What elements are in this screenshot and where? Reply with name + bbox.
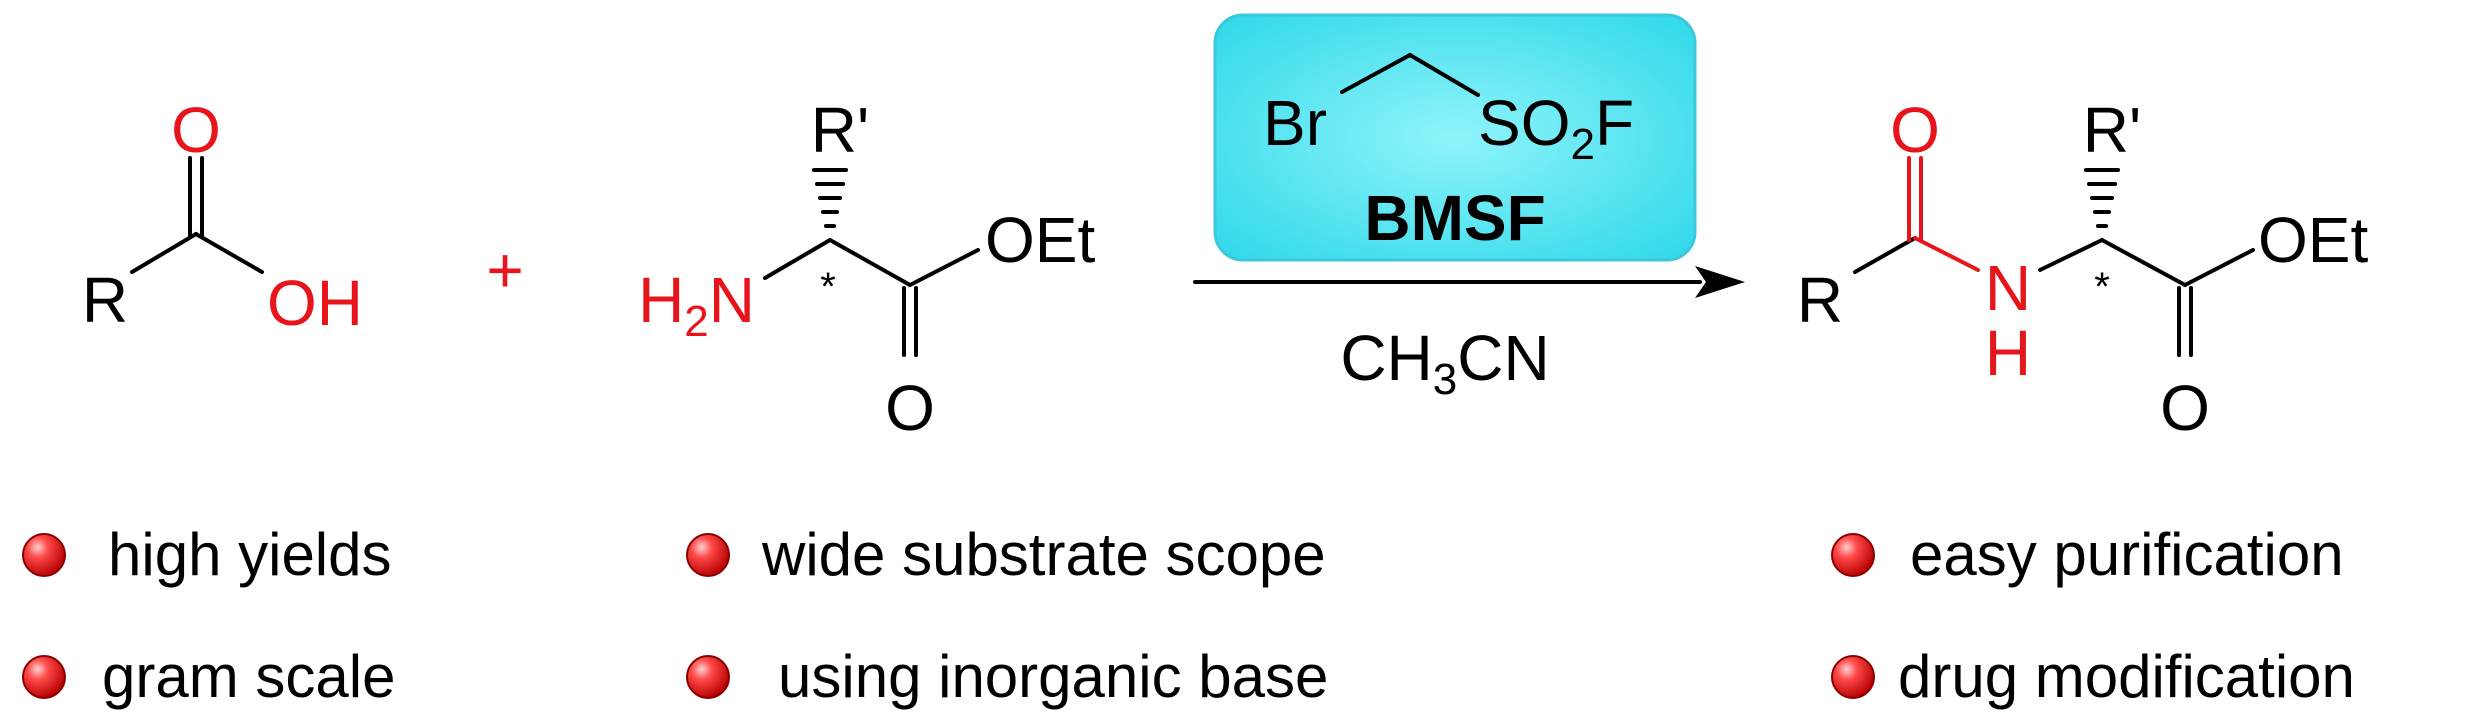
bullet-ball-icon (22, 655, 66, 699)
bullet-ball-icon (22, 533, 66, 577)
amine-carbonyl-o-label: O (885, 372, 935, 444)
product-rprime-label: R' (2083, 94, 2141, 166)
product-r-label: R (1797, 264, 1843, 336)
amine-oet-label: OEt (985, 204, 1095, 276)
hash-wedge-bond (812, 168, 848, 228)
feature-wide-substrate-scope: wide substrate scope (761, 521, 1326, 588)
solvent-label: CH3CN (1340, 322, 1549, 404)
amine-h2n-label: H2N (638, 264, 755, 346)
reaction-arrow (1193, 266, 1745, 298)
acid-oh-label: OH (267, 267, 363, 339)
product-carbonyl-o-label: O (2160, 372, 2210, 444)
acid-o-label: O (171, 94, 221, 166)
feature-drug-modification: drug modification (1898, 643, 2355, 710)
bullet-ball-icon (686, 533, 730, 577)
product-nh-h-label: H (1985, 317, 2031, 389)
product-o-label: O (1890, 94, 1940, 166)
bullet-ball-icon (1831, 655, 1875, 699)
feature-gram-scale: gram scale (102, 643, 395, 710)
product-hash-wedge-bond (2084, 168, 2120, 228)
reagent-br-label: Br (1263, 87, 1327, 159)
amino-ester: R' * H2N OEt O (638, 94, 1095, 444)
plus-sign: + (486, 234, 523, 306)
feature-high-yields: high yields (108, 521, 392, 588)
acid-r-label: R (82, 264, 128, 336)
reagent-box-background (1213, 13, 1697, 262)
feature-easy-purification: easy purification (1910, 521, 2344, 588)
feature-list: high yields gram scale wide substrate sc… (22, 521, 2355, 710)
product-amide: O R N H R' * OEt O (1797, 94, 2369, 444)
reagent-box: Br SO2F BMSF (1213, 13, 1697, 262)
amine-stereo-asterisk: * (820, 265, 836, 309)
amine-rprime-label: R' (811, 94, 869, 166)
reagent-name: BMSF (1364, 182, 1545, 254)
bullet-ball-icon (1831, 533, 1875, 577)
product-stereo-asterisk: * (2094, 265, 2110, 309)
product-oet-label: OEt (2258, 204, 2368, 276)
feature-using-inorganic-base: using inorganic base (778, 643, 1328, 710)
bullet-ball-icon (686, 655, 730, 699)
product-n-label: N (1985, 252, 2031, 324)
carboxylic-acid: O R OH (82, 94, 363, 339)
reagent-so2f-label: SO2F (1478, 87, 1634, 169)
